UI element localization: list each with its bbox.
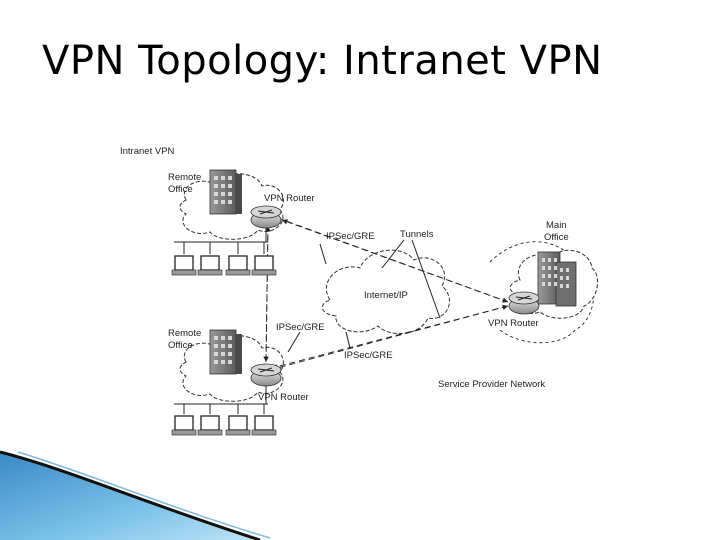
internet-label: Internet/IP [364,290,408,301]
router-label-main: VPN Router [488,318,539,329]
main-office-label-line2: Office [544,232,569,243]
remote-office-label-top-line2: Office [168,184,193,195]
tunnel-pointers [287,239,441,353]
workstation-icon [197,255,223,276]
vpn-tunnels [263,217,509,371]
router-icon [250,363,282,387]
router-icon [508,291,540,315]
remote-office-label-bottom-line1: Remote [168,328,201,339]
router-label-top: VPN Router [264,193,315,204]
remote-office-label-top-line1: Remote [168,172,201,183]
workstation-icon [171,255,197,276]
workstation-icon [171,415,197,436]
diagram-caption: Intranet VPN [120,146,175,157]
tunnels-label: Tunnels [400,229,434,240]
tunnel-label-bottom: IPSec/GRE [344,350,393,361]
main-office-label-line1: Main [546,220,567,231]
router-icon [250,205,282,229]
router-label-bottom: VPN Router [258,392,309,403]
service-provider-label: Service Provider Network [438,379,545,390]
remote-office-top: Remote Office VPN Router [168,169,315,276]
slide-title: VPN Topology: Intranet VPN [42,38,603,84]
slide-decoration-swoosh [0,450,271,540]
workstation-icon [225,415,251,436]
workstation-icon [225,255,251,276]
remote-office-label-bottom-line2: Office [168,340,193,351]
office-building-icon [209,169,242,215]
tunnel-label-top: IPSec/GRE [326,231,375,242]
workstation-icon [197,415,223,436]
office-building-icon [537,251,577,307]
office-building-icon [209,329,242,375]
tunnel-label-left-mid: IPSec/GRE [276,322,325,333]
workstation-icon [251,255,277,276]
remote-office-bottom: Remote Office VPN Router [168,328,309,436]
workstation-icon [251,415,277,436]
internet-cloud: Internet/IP [321,249,450,335]
main-office: Main Office VPN Router [488,220,577,329]
